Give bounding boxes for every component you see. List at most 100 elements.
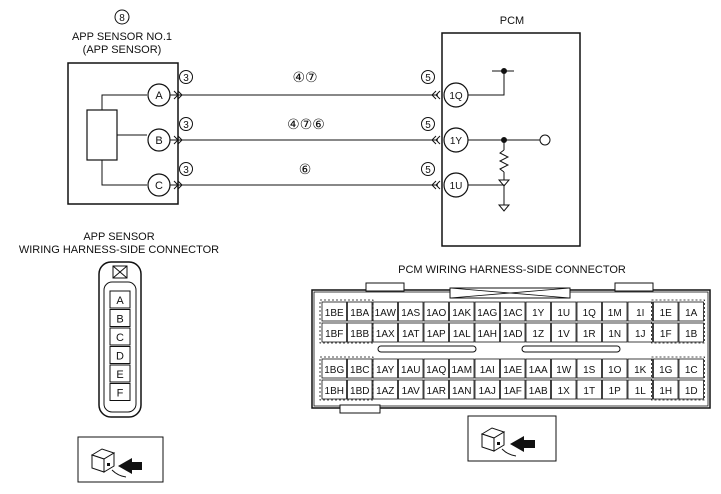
- pcm-cell-1l: [627, 379, 653, 400]
- pcm-cell-label: 1G: [659, 365, 673, 376]
- sensor-connector-pin-label: C: [116, 332, 124, 344]
- pcm-cell-label: 1BC: [350, 365, 369, 376]
- pcm-body: [441, 32, 581, 247]
- pcm-cell-1aj: [474, 379, 500, 400]
- pcm-cell-label: 1H: [659, 386, 672, 397]
- sensor-connector: APP SENSOR WIRING HARNESS-SIDE CONNECTOR…: [19, 231, 219, 418]
- wire-c-pcm-marker: 5: [425, 165, 431, 176]
- sensor-connector-title-line2: WIRING HARNESS-SIDE CONNECTOR: [19, 244, 219, 256]
- pcm-cell-1z: [525, 322, 551, 343]
- pcm-cell-label: 1BA: [350, 308, 369, 319]
- pcm-cell-label: 1P: [609, 386, 622, 397]
- pcm-cell-1as: [398, 301, 424, 322]
- sensor-connector-pin-f: [109, 383, 131, 401]
- pcm-cell-label: 1L: [635, 386, 647, 397]
- pcm-cell-1ai: [474, 358, 500, 379]
- pcm-cell-1v: [551, 322, 577, 343]
- pcm-cell-1f: [653, 322, 679, 343]
- pcm-cell-1c: [678, 358, 704, 379]
- pcm-cell-label: 1BD: [350, 386, 369, 397]
- pcm-connector-view-icon: [467, 415, 557, 462]
- pcm-cell-label: 1AG: [477, 308, 497, 319]
- wire-a-mid-markers: ④⑦: [292, 69, 317, 85]
- pcm-cell-label: 1BE: [325, 308, 344, 319]
- pcm-cell-label: 1AP: [427, 329, 446, 340]
- wire-a-pcm-marker: 5: [425, 73, 431, 84]
- pcm-cell-label: 1AZ: [376, 386, 394, 397]
- pcm-cell-label: 1V: [558, 329, 571, 340]
- pcm-cell-label: 1W: [556, 365, 572, 376]
- pcm-cell-1t: [576, 379, 602, 400]
- pcm-cell-label: 1AU: [401, 365, 420, 376]
- pcm-cell-1bb: [347, 322, 373, 343]
- pcm-cell-label: 1BB: [350, 329, 369, 340]
- pcm-cell-label: 1K: [634, 365, 647, 376]
- pcm-cell-1be: [321, 301, 347, 322]
- pcm-cell-1h: [653, 379, 679, 400]
- sensor-ref-marker: 8: [119, 13, 125, 24]
- pcm-cell-1au: [398, 358, 424, 379]
- pcm-cell-1o: [602, 358, 628, 379]
- pcm-cell-label: 1AF: [504, 386, 522, 397]
- pcm-cell-label: 1AA: [529, 365, 548, 376]
- pcm-cell-label: 1U: [557, 308, 570, 319]
- pcm-cell-label: 1AC: [503, 308, 522, 319]
- sensor-pin-b-label: B: [155, 135, 162, 147]
- pcm-title: PCM: [500, 15, 524, 27]
- connector-lock-icon: [112, 265, 128, 279]
- pcm-cell-1s: [576, 358, 602, 379]
- sensor-connector-pin-label: E: [116, 369, 123, 381]
- wire-b-pcm-marker: 5: [425, 120, 431, 131]
- pcm-cell-label: 1M: [608, 308, 622, 319]
- sensor-connector-pin-e: [109, 364, 131, 383]
- sensor-connector-pin-c: [109, 327, 131, 346]
- pcm-cell-1i: [627, 301, 653, 322]
- pcm-cell-label: 1C: [685, 365, 698, 376]
- pcm-cell-label: 1AM: [451, 365, 472, 376]
- pcm-cell-1u: [551, 301, 577, 322]
- pcm-cell-1w: [551, 358, 577, 379]
- sensor-connector-pin-d: [109, 346, 131, 364]
- pcm-cell-1g: [653, 358, 679, 379]
- signal-terminal-icon: [539, 134, 551, 146]
- sensor-resistor: [86, 109, 118, 161]
- pcm-cell-1bd: [347, 379, 373, 400]
- pcm-cell-1aa: [525, 358, 551, 379]
- pcm-cell-1p: [602, 379, 628, 400]
- pcm-cell-1e: [653, 301, 679, 322]
- wire-b-sensor-marker: 3: [183, 120, 189, 131]
- wires: [170, 90, 441, 190]
- pcm-cell-label: 1R: [583, 329, 596, 340]
- pcm-cell-1ao: [423, 301, 449, 322]
- pcm-cell-label: 1S: [583, 365, 596, 376]
- pcm-cell-1ar: [423, 379, 449, 400]
- pcm-cell-label: 1AT: [402, 329, 420, 340]
- wire-markers: 3 ④⑦ 5 3 ④⑦⑥ 5 3 ⑥ 5: [179, 69, 435, 177]
- pcm-cell-label: 1Y: [532, 308, 545, 319]
- pcm-cell-label: 1E: [660, 308, 673, 319]
- pcm-cell-1ab: [525, 379, 551, 400]
- pcm-cell-label: 1AH: [478, 329, 497, 340]
- pcm-cell-1ba: [347, 301, 373, 322]
- pcm-cell-1q: [576, 301, 602, 322]
- pcm-cell-1k: [627, 358, 653, 379]
- pcm: PCM 1Q 1Y 1U: [441, 15, 581, 247]
- pcm-cell-1bf: [321, 322, 347, 343]
- sensor-connector-title-line1: APP SENSOR: [83, 231, 154, 243]
- pcm-cell-1y: [525, 301, 551, 322]
- pcm-cell-label: 1I: [636, 308, 644, 319]
- pcm-cell-label: 1AK: [452, 308, 471, 319]
- sensor-name-line2: (APP SENSOR): [83, 44, 162, 56]
- pcm-cell-1ac: [500, 301, 526, 322]
- sensor-pin-a-label: A: [155, 90, 163, 102]
- pcm-cell-label: 1AW: [375, 308, 397, 319]
- sensor-connector-pin-a: [109, 290, 131, 309]
- pcm-cell-label: 1AS: [401, 308, 420, 319]
- pcm-cell-1ad: [500, 322, 526, 343]
- pcm-cell-1ae: [500, 358, 526, 379]
- pcm-cell-label: 1A: [685, 308, 698, 319]
- sensor-body: [67, 62, 179, 205]
- pcm-cell-1a: [678, 301, 704, 322]
- pcm-cell-label: 1AI: [480, 365, 495, 376]
